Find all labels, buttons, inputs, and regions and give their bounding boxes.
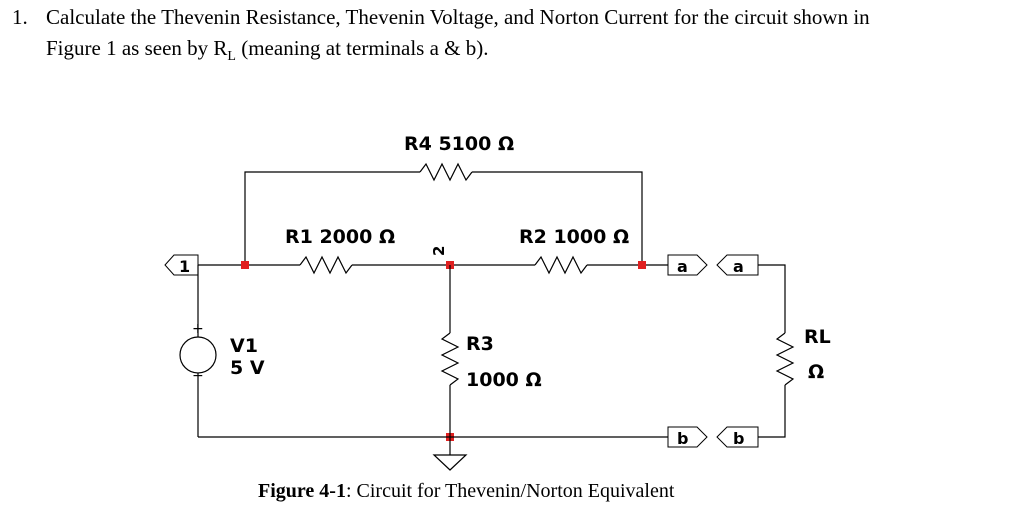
r3-value: 1000 Ω (466, 369, 542, 391)
question-number: 1. (12, 5, 28, 29)
resistor-r1 (299, 255, 353, 275)
question-line-2: Figure 1 as seen by RL (meaning at termi… (12, 33, 1002, 72)
port-b-right-label: b (733, 429, 744, 448)
port-a-left (667, 254, 708, 276)
port-b-left-label: b (677, 429, 688, 448)
ground-symbol (432, 454, 468, 471)
v1-plus-sign: + (192, 321, 204, 337)
question-text: 1. Calculate the Thevenin Resistance, The… (12, 2, 1002, 72)
wire-rl-top (758, 264, 786, 333)
resistor-rl (775, 332, 795, 386)
node-marker-right (638, 261, 646, 269)
v1-value: 5 V (230, 357, 265, 379)
node-marker-left (241, 261, 249, 269)
node1-label: 1 (179, 257, 190, 276)
wire-top-right (472, 171, 643, 265)
caption-bold: Figure 4-1 (258, 480, 346, 502)
question-line-1-text: Calculate the Thevenin Resistance, Theve… (46, 5, 870, 29)
v1-name: V1 (230, 335, 258, 357)
figure-caption: Figure 4-1: Circuit for Thevenin/Norton … (258, 480, 674, 503)
port-a-right-label: a (733, 257, 744, 276)
wire-rl-bottom (758, 385, 786, 438)
question-line-2-subscript: L (227, 49, 236, 65)
node2-label: 2 (430, 246, 448, 256)
r2-label: R2 1000 Ω (519, 226, 629, 248)
caption-text: : Circuit for Thevenin/Norton Equivalent (345, 480, 675, 502)
question-line-2-text-a: Figure 1 as seen by R (46, 36, 228, 60)
r3-name: R3 (466, 333, 494, 355)
resistor-r2 (534, 255, 588, 275)
port-a-left-label: a (677, 257, 688, 276)
r1-label: R1 2000 Ω (285, 226, 395, 248)
rl-value: Ω (808, 361, 824, 383)
port-b-left (667, 426, 708, 448)
question-line-1: 1. Calculate the Thevenin Resistance, The… (12, 2, 1002, 33)
wire-top-left (244, 171, 420, 265)
question-line-2-text-b: (meaning at terminals a & b). (235, 36, 489, 60)
rl-name: RL (804, 326, 831, 348)
r4-label: R4 5100 Ω (404, 133, 514, 155)
resistor-r3 (440, 332, 460, 386)
v1-minus-sign: − (192, 368, 204, 384)
resistor-r4 (419, 162, 473, 182)
